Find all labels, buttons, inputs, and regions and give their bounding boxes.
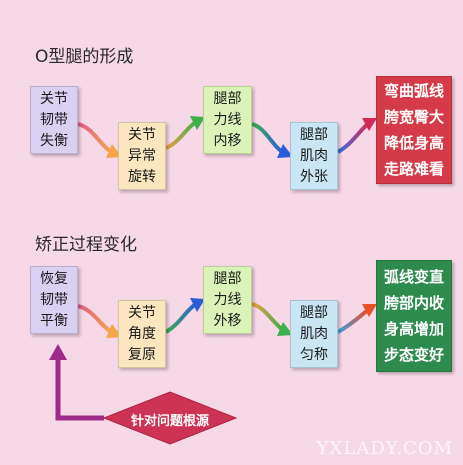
result-line: 弧线变直 — [383, 268, 444, 286]
arrow-2-2 — [164, 302, 198, 334]
formation-step-3: 腿部 力线 内移 — [203, 86, 252, 154]
arrow-1-4 — [336, 122, 370, 154]
arrow-1-4-head — [362, 118, 377, 131]
arrow-1-3-head — [277, 144, 293, 158]
correction-step-4: 腿部 肌肉 匀称 — [290, 300, 338, 368]
result-line: 走路难看 — [383, 160, 444, 178]
correction-result: 弧线变直 胯部内收 身高增加 步态变好 — [376, 260, 452, 372]
step-line: 角度 — [128, 325, 156, 342]
step-line: 恢复 — [40, 270, 68, 287]
arrow-2-3-head — [277, 322, 293, 336]
step-line: 腿部 — [300, 304, 328, 321]
step-line: 失衡 — [40, 132, 68, 149]
formation-step-1: 关节 韧带 失衡 — [30, 86, 78, 154]
step-line: 力线 — [213, 111, 242, 128]
correction-step-3: 腿部 力线 外移 — [203, 266, 252, 334]
formation-result: 弯曲弧线 胯宽臀大 降低身高 走路难看 — [376, 76, 452, 184]
feedback-arrow — [55, 358, 104, 421]
arrow-2-4-head — [362, 304, 377, 317]
step-line: 内移 — [213, 132, 242, 149]
arrow-1-2-head — [190, 116, 205, 130]
result-line: 弯曲弧线 — [383, 82, 444, 100]
section-title-correction: 矫正过程变化 — [35, 235, 137, 255]
step-line: 韧带 — [40, 291, 68, 308]
step-line: 平衡 — [40, 312, 68, 329]
arrow-2-3 — [251, 302, 285, 332]
step-line: 匀称 — [300, 346, 328, 363]
formation-step-2: 关节 异常 旋转 — [118, 122, 166, 190]
step-line: 复原 — [128, 346, 156, 363]
correction-step-1: 恢复 韧带 平衡 — [30, 266, 78, 334]
step-line: 腿部 — [300, 126, 328, 143]
root-diamond — [102, 391, 238, 445]
result-line: 胯部内收 — [383, 294, 444, 312]
result-line: 身高增加 — [383, 320, 444, 338]
step-line: 肌肉 — [300, 325, 328, 342]
step-line: 旋转 — [128, 168, 156, 185]
step-line: 关节 — [40, 90, 68, 107]
step-line: 外移 — [213, 312, 242, 329]
arrow-2-1 — [77, 304, 114, 334]
step-line: 肌肉 — [300, 147, 328, 164]
arrow-1-2 — [165, 120, 198, 150]
section-title-formation: O型腿的形成 — [35, 47, 134, 67]
formation-step-4: 腿部 肌肉 外张 — [290, 122, 338, 190]
correction-step-2: 关节 角度 复原 — [118, 300, 166, 368]
feedback-arrow-head — [49, 344, 67, 360]
step-line: 关节 — [128, 304, 156, 321]
step-line: 韧带 — [40, 111, 68, 128]
root-label: 针对问题根源 — [130, 414, 209, 429]
step-line: 关节 — [128, 126, 156, 143]
result-line: 胯宽臀大 — [383, 108, 444, 126]
step-line: 腿部 — [213, 90, 242, 107]
result-line: 降低身高 — [383, 134, 444, 152]
arrow-2-2-head — [190, 298, 205, 312]
step-line: 力线 — [213, 291, 242, 308]
step-line: 腿部 — [213, 270, 242, 287]
arrow-1-1 — [77, 122, 114, 154]
step-line: 外张 — [300, 168, 328, 185]
result-line: 步态变好 — [383, 346, 444, 364]
arrow-1-3 — [251, 122, 285, 154]
step-line: 异常 — [128, 147, 156, 164]
watermark: YXLADY.COM — [316, 438, 453, 459]
arrow-2-4 — [337, 308, 370, 334]
